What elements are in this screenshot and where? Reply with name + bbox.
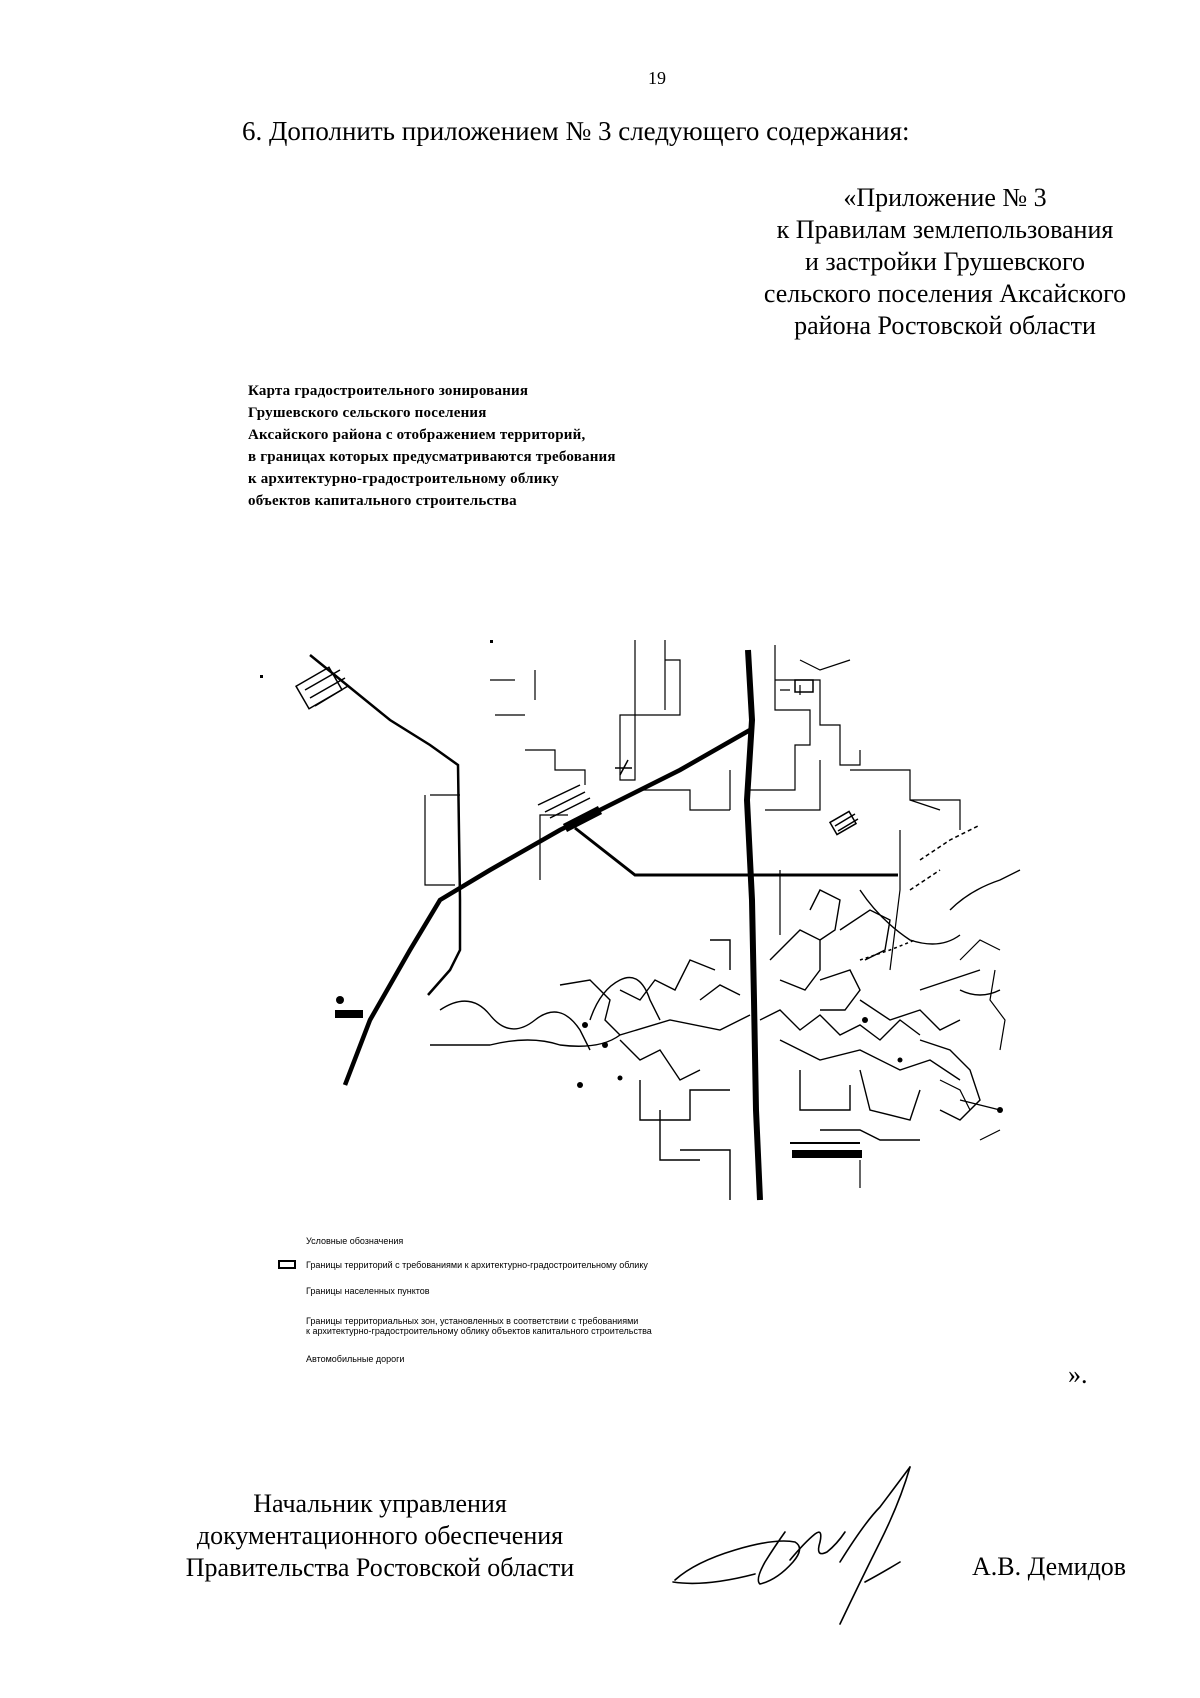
appendix-line: и застройки Грушевского <box>804 247 1085 276</box>
page-number: 19 <box>648 68 666 88</box>
handwritten-signature <box>672 1466 911 1625</box>
east-details <box>780 685 1006 1188</box>
map-caption-line: Аксайского района с отображением террито… <box>248 427 586 443</box>
map-caption-line: объектов капитального строительства <box>248 493 517 509</box>
legend-label: Автомобильные дороги <box>306 1354 405 1364</box>
legend-swatch <box>278 1354 296 1363</box>
instruction-text: 6. Дополнить приложением № 3 следующего … <box>242 116 910 146</box>
signer-name: А.В. Демидов <box>972 1552 1127 1581</box>
legend-swatch <box>278 1316 296 1325</box>
legend-label: Условные обозначения <box>306 1236 404 1246</box>
railway-east <box>859 939 916 961</box>
map-caption: Карта градостроительного зонирования Гру… <box>248 380 616 512</box>
railway-strip <box>792 1150 862 1158</box>
highway-north-south <box>743 649 763 1201</box>
appendix-line: района Ростовской области <box>794 311 1096 340</box>
legend-swatch <box>278 1286 296 1295</box>
legend-swatch <box>278 1260 296 1269</box>
appendix-line: «Приложение № 3 <box>843 183 1047 212</box>
zoning-map <box>260 640 1021 1201</box>
legend-item: Границы территориальных зон, установленн… <box>278 1316 652 1336</box>
settlement-outlines <box>430 869 1021 1200</box>
hatched-parcels <box>295 666 859 836</box>
signer-position: Начальник управления документационного о… <box>150 1488 610 1584</box>
legend-item: Условные обозначения <box>278 1236 403 1246</box>
map-caption-line: Грушевского сельского поселения <box>248 405 487 421</box>
district-boundary <box>309 654 462 996</box>
map-markers <box>260 640 1003 1113</box>
signer-position-line: Начальник управления <box>253 1489 507 1518</box>
road-east-west <box>574 826 898 877</box>
legend-swatch <box>278 1236 296 1245</box>
legend-label: к архитектурно-градостроительному облику… <box>306 1326 652 1336</box>
signer-position-line: документационного обеспечения <box>196 1521 564 1550</box>
map-caption-line: в границах которых предусматриваются тре… <box>248 449 616 465</box>
appendix-line: сельского поселения Аксайского <box>763 279 1127 308</box>
legend-item: Автомобильные дороги <box>278 1354 404 1364</box>
legend-label: Границы населенных пунктов <box>306 1286 430 1296</box>
zone-boundaries <box>424 640 961 971</box>
signer-position-line: Правительства Ростовской области <box>185 1553 575 1582</box>
highway-ramp <box>562 805 603 833</box>
map-caption-line: к архитектурно-градостроительному облику <box>248 471 559 487</box>
legend-item: Границы населенных пунктов <box>278 1286 430 1296</box>
map-caption-line: Карта градостроительного зонирования <box>248 383 529 399</box>
appendix-line: к Правилам землепользования <box>776 215 1114 244</box>
legend-label: Границы территорий с требованиями к архи… <box>306 1260 648 1270</box>
appendix-heading: «Приложение № 3 к Правилам землепользова… <box>700 182 1190 342</box>
railway <box>909 824 981 891</box>
legend-item: Границы территорий с требованиями к архи… <box>278 1260 648 1270</box>
closing-quote: ». <box>1068 1360 1088 1389</box>
legend-label: Границы территориальных зон, установленн… <box>306 1316 639 1326</box>
highway-diagonal <box>342 728 752 1086</box>
